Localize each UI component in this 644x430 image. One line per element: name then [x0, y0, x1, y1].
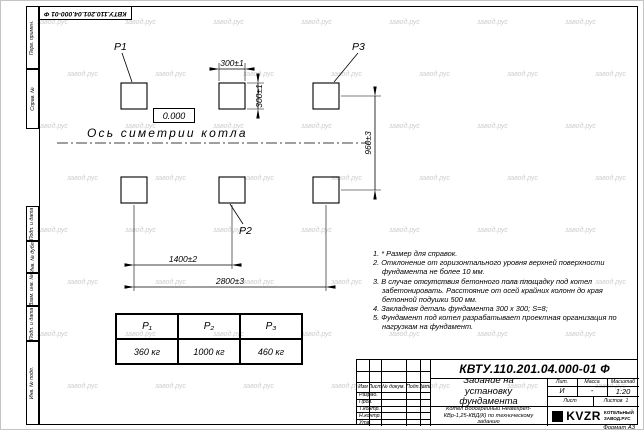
note-item: 3. В случае отсутствия бетонного пола пл… — [373, 276, 603, 304]
load-table: Р₁ Р₂ Р₃ 360 кг 1000 кг 460 кг — [115, 313, 303, 365]
load-table-header: Р₃ — [240, 314, 302, 339]
load-table-header: Р₁ — [116, 314, 178, 339]
symmetry-axis-label: Ось симетрии котла — [87, 126, 248, 140]
tb-lit-value: И — [559, 387, 565, 395]
tb-scale-label: Масштаб — [610, 379, 636, 385]
margin-label: Взам. инв. № — [29, 273, 36, 306]
drawing-frame — [39, 6, 638, 425]
dim-row-spacing: 960±3 — [363, 131, 373, 155]
elevation-value: 0.000 — [162, 110, 186, 121]
brand-subtitle: КОТЕЛЬНЫЙ ЗАВОД.РУС — [604, 410, 634, 421]
dim-pad-width: 300±1 — [220, 58, 244, 68]
tb-sheets: Листов 1 — [593, 396, 639, 406]
drawing-object: Котел Водогрейный Heatexpert-КВр-1,25-КВ… — [443, 406, 534, 426]
dim-pad-height: 300±1 — [254, 84, 264, 108]
tb-col-dokum: № докум. — [382, 384, 405, 390]
margin-label: Инв. № дубл. — [29, 241, 36, 273]
tb-role-razrab: Разраб. — [359, 392, 378, 399]
margin-box-vzam-inv: Взам. инв. № — [26, 273, 39, 306]
tb-col-izm: Изм — [358, 384, 368, 390]
tb-mass-label: Масса — [584, 379, 600, 385]
dim-half-span: 1400±2 — [168, 254, 198, 264]
brand-sub-line2: ЗАВОД.РУС — [603, 416, 631, 421]
note-item: 1. * Размер для справок. — [373, 249, 458, 258]
titleblock-doc-code: КВТУ.110.201.04.000-01 Ф — [459, 362, 610, 376]
load-table-value: 1000 кг — [178, 339, 240, 364]
brand-name: KVZR — [566, 409, 601, 423]
kvzr-logo-icon — [552, 410, 564, 422]
margin-label: Подп. и дата — [29, 207, 36, 240]
margin-box-sprav-no: Справ. № — [26, 69, 39, 129]
tb-scale-value: 1:20 — [615, 386, 631, 396]
company-cell: KVZR КОТЕЛЬНЫЙ ЗАВОД.РУС — [547, 406, 639, 426]
tb-role-utv: Утв. — [359, 419, 371, 426]
margin-label: Перв. примен. — [29, 20, 36, 55]
elevation-mark: 0.000 — [153, 108, 195, 123]
margin-box-perv-primen: Перв. примен. — [26, 6, 39, 69]
note-item: 5. Фундамент под котел разрабатывает про… — [373, 313, 617, 332]
dim-full-span: 2800±3 — [215, 276, 245, 286]
rotated-doc-code: КВТУ.110.201.04.000-01 Ф — [44, 9, 127, 17]
load-table-header: Р₂ — [178, 314, 240, 339]
note-item: 4. Закладная деталь фундамента 300 x 300… — [373, 304, 548, 314]
note-item: 2. Отклонение от горизонтального уровня … — [373, 258, 605, 277]
tb-sheets-value: 1 — [625, 398, 629, 404]
technical-notes: 1. * Размер для справок. 2. Отклонение о… — [373, 249, 636, 332]
tb-role-prov: Пров. — [359, 399, 373, 406]
margin-label: Справ. № — [29, 87, 36, 111]
tb-col-podp: Подп. — [406, 384, 420, 390]
point-label-p2: Р2 — [239, 225, 252, 237]
margin-box-inv-podl: Инв. № подл. — [26, 341, 39, 425]
load-table-value: 460 кг — [240, 339, 302, 364]
brand-sub-line1: КОТЕЛЬНЫЙ — [603, 410, 634, 416]
tb-col-data: Дата — [420, 384, 430, 390]
margin-box-podp-data-1: Подп. и дата — [26, 206, 39, 241]
tb-lit-label: Лит. — [555, 379, 569, 385]
tb-col-list: Лист — [369, 384, 381, 390]
margin-box-inv-dubl: Инв. № дубл. — [26, 241, 39, 273]
point-label-p3: Р3 — [352, 41, 365, 53]
margin-label: Инв. № подл. — [29, 366, 36, 400]
tb-role-tkontr: Т.контр. — [359, 405, 380, 412]
load-table-value: 360 кг — [116, 339, 178, 364]
title-block: Изм Лист № докум. Подп. Дата Разраб. Про… — [356, 359, 639, 426]
tb-role-nkontr: Н.контр. — [359, 412, 381, 419]
format-label: Формат А3 — [603, 424, 635, 430]
tb-sheet-label: Лист — [563, 398, 577, 404]
point-label-p1: Р1 — [114, 41, 127, 53]
margin-label: Подп. и дата — [29, 307, 36, 340]
margin-box-podp-data-2: Подп. и дата — [26, 306, 39, 341]
tb-mass-value: - — [590, 387, 594, 395]
tb-sheets-label: Листов — [603, 398, 623, 404]
rotated-doc-code-box: КВТУ.110.201.04.000-01 Ф — [40, 7, 132, 20]
drawing-title: Задание на установку фундамента — [459, 378, 518, 406]
